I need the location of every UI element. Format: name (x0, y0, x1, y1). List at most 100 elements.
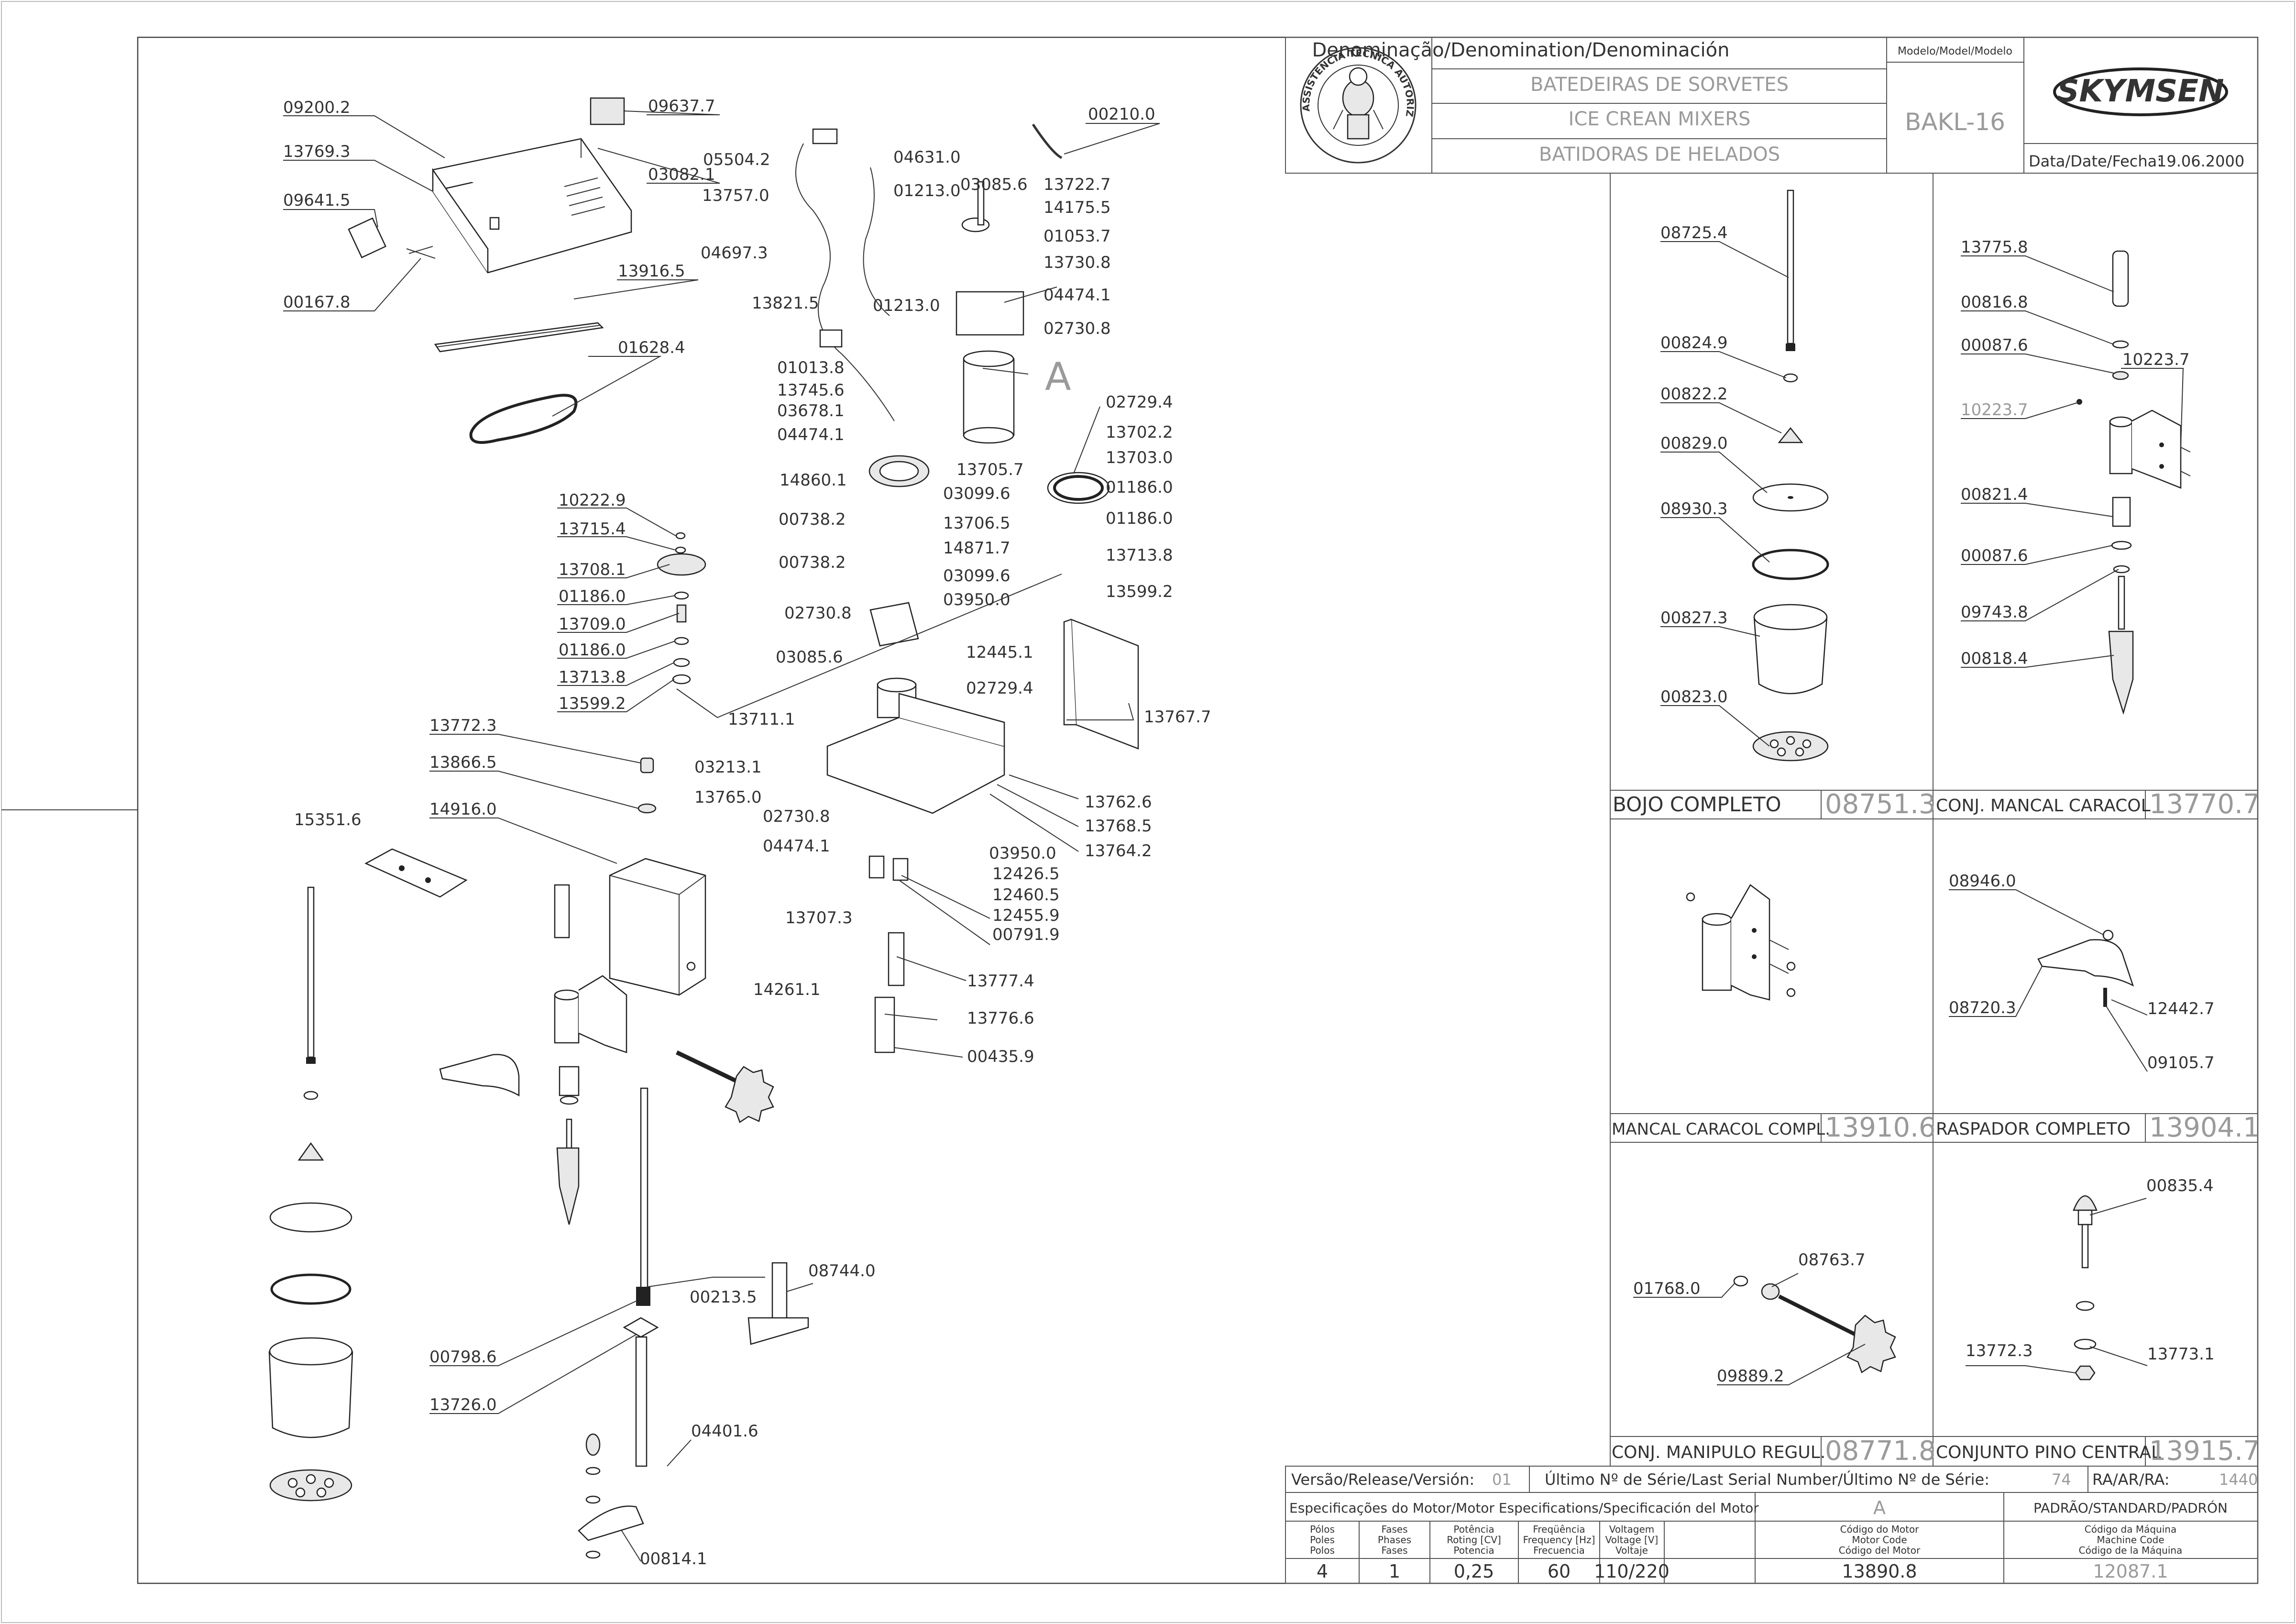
col-header: Freqüência (1533, 1524, 1585, 1535)
part-label: 13722.7 (1044, 175, 1111, 194)
part-label: 01186.0 (559, 587, 626, 606)
part-label: 08720.3 (1949, 998, 2016, 1017)
part-label: 13765.0 (694, 788, 762, 807)
name-pt: BATEDEIRAS DE SORVETES (1530, 74, 1789, 96)
part-label: 00087.6 (1961, 336, 2028, 355)
date-label: Data/Date/Fecha: (2029, 152, 2162, 170)
part-label: 04474.1 (777, 425, 845, 444)
part-label: 13707.3 (785, 908, 853, 928)
part-label: 14916.0 (429, 800, 497, 819)
col-header: Roting [CV] (1447, 1534, 1501, 1546)
col-header: Frecuencia (1533, 1545, 1585, 1556)
part-label: 04474.1 (1044, 286, 1111, 305)
col-header: Código del Motor (1839, 1545, 1921, 1556)
version-label: Versão/Release/Versión: (1291, 1470, 1474, 1489)
manipulo-title: CONJ. MANIPULO REGUL. (1612, 1443, 1825, 1462)
part-label: 12445.1 (966, 643, 1033, 662)
col-header: Fases (1381, 1545, 1407, 1556)
part-label: 00210.0 (1088, 105, 1155, 124)
part-label: 13708.1 (559, 560, 626, 579)
machine-code-value: 12087.1 (2093, 1561, 2168, 1582)
authorized-service-seal: ASSISTÊNCIA TÉCNICA AUTORIZADA (0, 0, 1417, 164)
skymsen-logo: SKYMSEN (2053, 67, 2228, 116)
part-label: 13821.5 (752, 294, 819, 313)
central-pin-drawing (2073, 1195, 2098, 1381)
part-label: 13599.2 (559, 694, 626, 713)
col-header: Código de la Máquina (2079, 1545, 2183, 1556)
col-header: Potencia (1453, 1545, 1494, 1556)
part-label: 00835.4 (2146, 1176, 2214, 1195)
mancal-conj-title: CONJ. MANCAL CARACOL (1936, 796, 2151, 816)
bojo-code: 08751.3 (1825, 789, 1936, 820)
part-label: 13713.8 (1106, 546, 1173, 565)
mancal-compl-title: MANCAL CARACOL COMPL. (1612, 1120, 1830, 1139)
part-label: 12455.9 (992, 906, 1060, 925)
col-header: Machine Code (2097, 1534, 2164, 1546)
name-es: BATIDORAS DE HELADOS (1539, 144, 1780, 166)
part-label: 13711.1 (728, 710, 795, 729)
part-label: 05504.2 (703, 150, 770, 169)
part-label: 01628.4 (618, 338, 685, 357)
polos-value: 4 (1317, 1561, 1328, 1582)
part-label: 12460.5 (992, 885, 1060, 905)
part-label: 13866.5 (429, 753, 497, 772)
part-label: 10222.9 (559, 491, 626, 510)
part-label: 03950.0 (989, 844, 1056, 863)
part-label: 03082.1 (648, 165, 715, 184)
scraper-drawing (2037, 929, 2134, 1007)
part-label: 13705.7 (956, 460, 1024, 479)
part-label: 04631.0 (893, 148, 961, 167)
part-label: 13715.4 (559, 519, 626, 539)
panel-part-labels: 08725.4 00824.9 00822.2 00829.0 08930.3 … (1633, 223, 2215, 1386)
worm-bearing-drawing (2076, 250, 2191, 715)
part-label: 01213.0 (873, 296, 940, 315)
serial-label: Último Nº de Série/Last Serial Number/Úl… (1545, 1470, 1989, 1489)
part-label: 13776.6 (967, 1009, 1034, 1028)
pino-title: CONJUNTO PINO CENTRAL (1936, 1443, 2161, 1462)
spec-block: Versão/Release/Versión: 01 Último Nº de … (1285, 1466, 2258, 1584)
part-label: 00087.6 (1961, 546, 2028, 565)
part-label: 09200.2 (283, 98, 351, 117)
freq-value: 60 (1548, 1561, 1571, 1582)
part-label: 13703.0 (1106, 448, 1173, 467)
part-label: 08725.4 (1660, 223, 1728, 243)
potencia-value: 0,25 (1454, 1561, 1494, 1582)
ra-label: RA/AR/RA: (2092, 1470, 2170, 1489)
part-label: 00822.2 (1660, 385, 1728, 404)
part-label: 04474.1 (763, 837, 830, 856)
part-label: 00167.8 (283, 293, 351, 312)
col-header: Voltagem (1609, 1524, 1655, 1535)
col-header: Motor Code (1852, 1534, 1907, 1546)
col-header: Voltaje (1615, 1545, 1648, 1556)
model-label: Modelo/Model/Modelo (1898, 45, 2012, 57)
col-header: Potência (1453, 1524, 1494, 1535)
part-label: 01186.0 (1106, 509, 1173, 528)
part-label: 08763.7 (1798, 1250, 1866, 1270)
part-label: 14871.7 (943, 539, 1011, 558)
denomination-label: Denominação/Denomination/Denominación (1312, 39, 1729, 61)
part-label: 00823.0 (1660, 687, 1728, 707)
part-label: 10223.7 (2122, 350, 2190, 369)
part-label: 00213.5 (690, 1288, 757, 1307)
brand-name: SKYMSEN (2057, 74, 2224, 109)
part-label: 00798.6 (429, 1348, 497, 1367)
adjust-knob-drawing (1733, 1275, 1896, 1373)
col-header: Voltage [V] (1605, 1534, 1659, 1546)
worm-bearing-complete-drawing (1686, 884, 1796, 1001)
callout-a: A (1045, 354, 1071, 399)
part-label: 04697.3 (701, 243, 768, 263)
volt-value: 110/220 (1594, 1561, 1670, 1582)
part-label: 02729.4 (1106, 393, 1173, 412)
date-value: 19.06.2000 (2157, 152, 2244, 170)
name-en: ICE CREAN MIXERS (1569, 108, 1751, 130)
part-label: 00791.9 (992, 925, 1060, 944)
standard-label: PADRÃO/STANDARD/PADRÓN (2033, 1500, 2228, 1516)
part-label: 01186.0 (1106, 478, 1173, 497)
part-label: 03099.6 (943, 566, 1011, 586)
col-header: Frequency [Hz] (1523, 1534, 1595, 1546)
part-label: 09889.2 (1717, 1367, 1784, 1386)
part-label: 08744.0 (808, 1261, 876, 1281)
part-label: 01013.8 (777, 358, 845, 377)
part-label: 13777.4 (967, 972, 1034, 991)
